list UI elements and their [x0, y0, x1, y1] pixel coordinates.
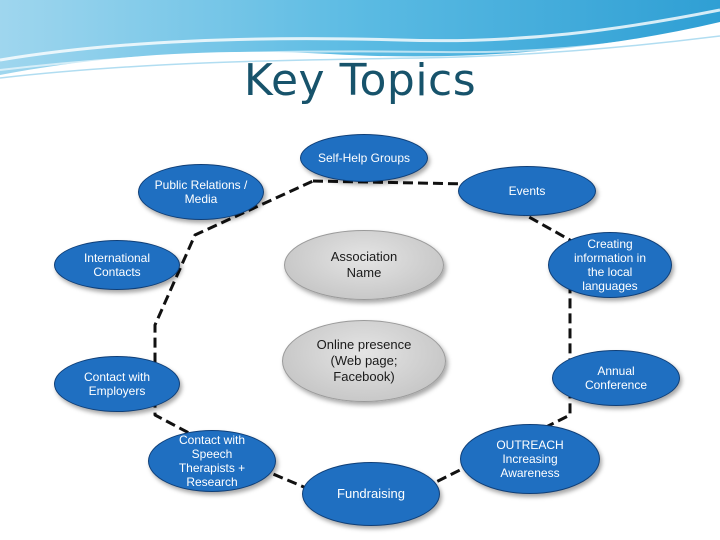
node-creating-information: Creating information in the local langua…: [548, 232, 672, 298]
node-label: Public Relations / Media: [145, 178, 257, 206]
node-label: Contact with Speech Therapists + Researc…: [173, 433, 251, 489]
node-international-contacts: International Contacts: [54, 240, 180, 290]
node-label: Association Name: [321, 249, 407, 281]
node-contact-with-employers: Contact with Employers: [54, 356, 180, 412]
node-label: Fundraising: [337, 487, 405, 501]
node-contact-with-speech-therapists: Contact with Speech Therapists + Researc…: [148, 430, 276, 492]
node-label: Self-Help Groups: [318, 151, 410, 165]
node-public-relations-media: Public Relations / Media: [138, 164, 264, 220]
node-self-help-groups: Self-Help Groups: [300, 134, 428, 182]
node-label: Events: [509, 184, 546, 198]
node-online-presence: Online presence (Web page; Facebook): [282, 320, 446, 402]
node-events: Events: [458, 166, 596, 216]
node-annual-conference: Annual Conference: [552, 350, 680, 406]
node-fundraising: Fundraising: [302, 462, 440, 526]
node-label: International Contacts: [61, 251, 173, 279]
node-label: Creating information in the local langua…: [567, 237, 653, 293]
node-association-name: Association Name: [284, 230, 444, 300]
node-label: OUTREACH Increasing Awareness: [487, 438, 573, 480]
node-outreach: OUTREACH Increasing Awareness: [460, 424, 600, 494]
node-label: Online presence (Web page; Facebook): [313, 337, 415, 385]
node-label: Annual Conference: [573, 364, 659, 392]
node-label: Contact with Employers: [69, 370, 165, 398]
